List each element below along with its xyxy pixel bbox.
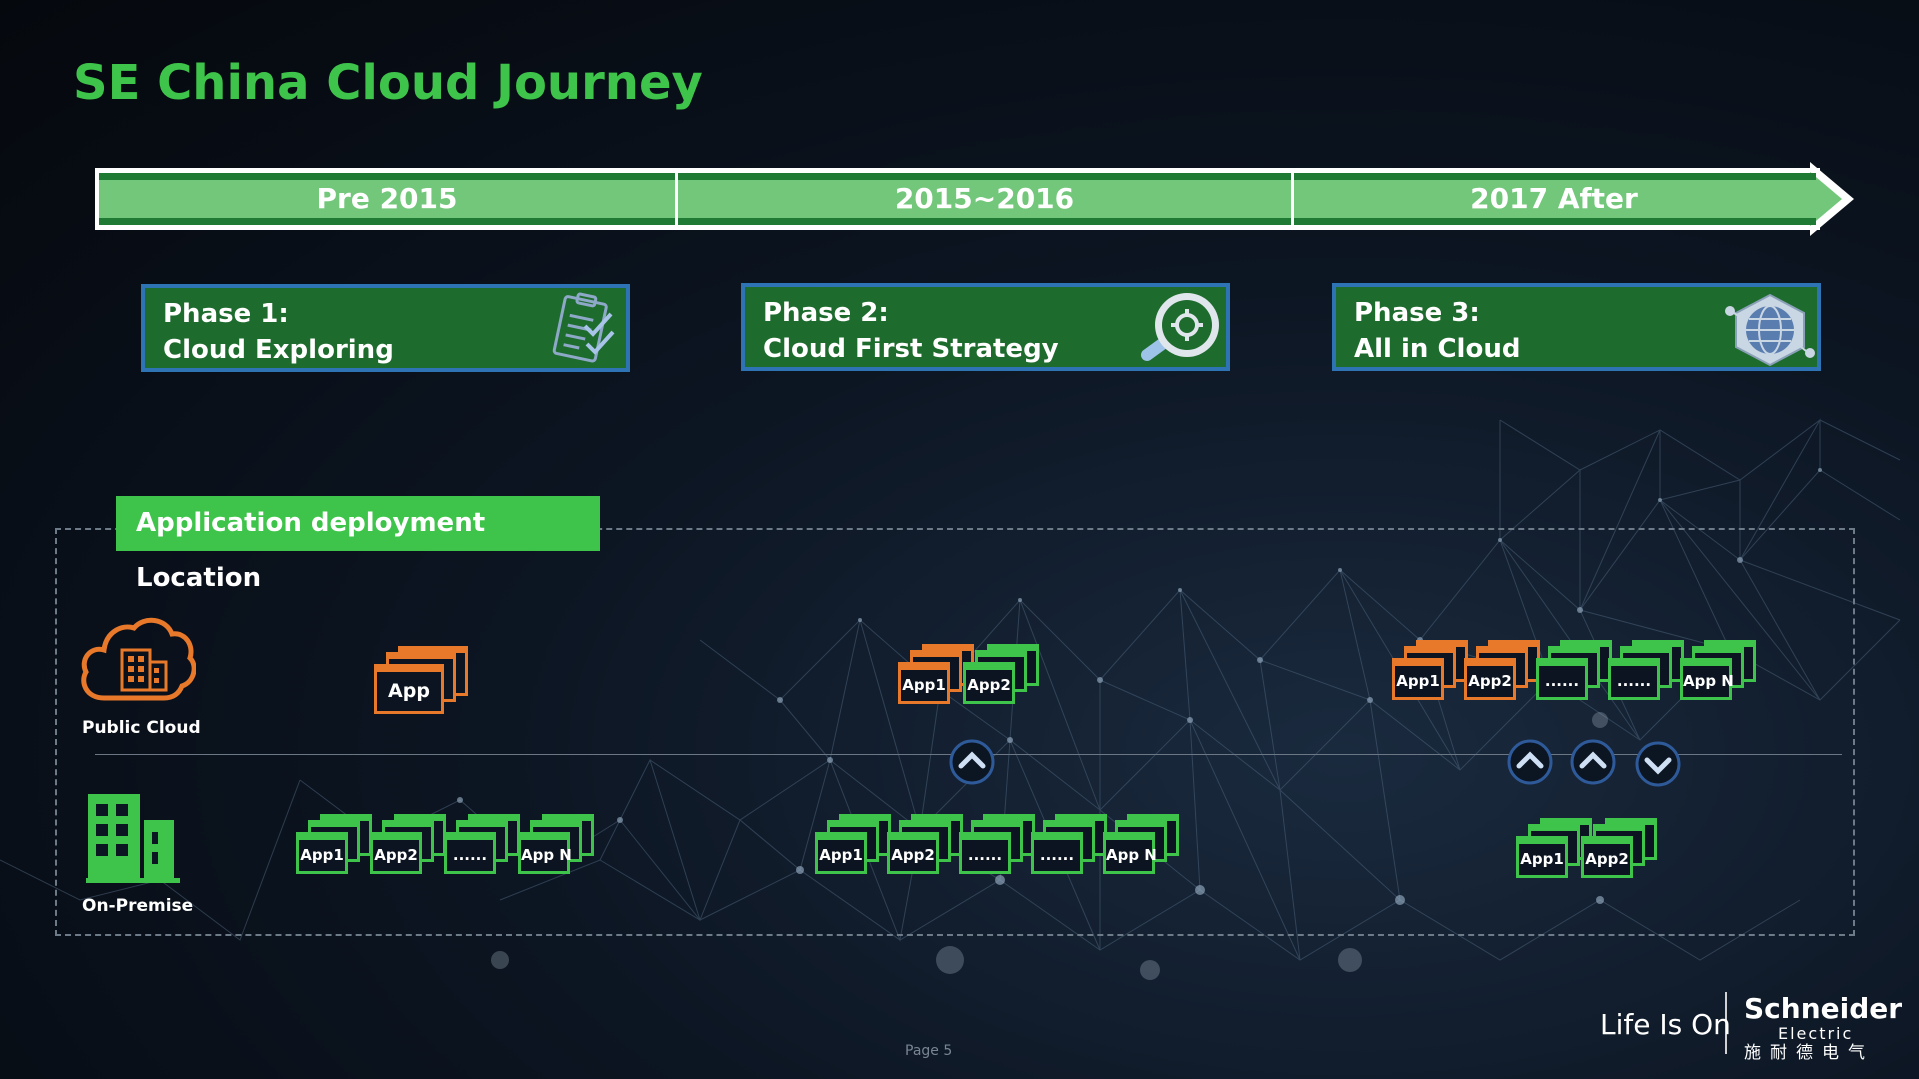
phase-2-number: Phase 2: (763, 298, 889, 328)
app-window-stack: App2 (963, 644, 1041, 712)
phase-1-box: Phase 1: Cloud Exploring (141, 284, 630, 372)
app-window-label: App1 (296, 832, 348, 874)
app-window-label: App2 (1464, 658, 1516, 700)
globe-network-icon (1725, 293, 1815, 367)
on-premise-building-icon (86, 794, 180, 883)
app-window-label: ...... (959, 832, 1011, 874)
phase-3-name: All in Cloud (1354, 334, 1521, 364)
tagline: Life Is On (1600, 1008, 1731, 1041)
app-window-label: ...... (1536, 658, 1588, 700)
app-window-stack: App (374, 646, 470, 722)
phase-2-box: Phase 2: Cloud First Strategy (741, 283, 1230, 371)
move-up-circle-icon (1507, 739, 1553, 785)
app-window-label: App1 (1516, 836, 1568, 878)
phase-3-number: Phase 3: (1354, 298, 1480, 328)
app-window-stack: App1 (815, 814, 893, 882)
phase-3-box: Phase 3: All in Cloud (1332, 283, 1821, 371)
timeline-divider (1291, 170, 1294, 226)
app-window-label: App1 (898, 662, 950, 704)
app-window-stack: App1 (1516, 818, 1594, 886)
app-window-stack: App2 (1581, 818, 1659, 886)
app-window-label: App2 (887, 832, 939, 874)
timeline-period-2: 2015~2016 (894, 182, 1075, 215)
app-window-label: App (374, 664, 444, 714)
phase-1-name: Cloud Exploring (163, 335, 394, 365)
page-number: Page 5 (905, 1043, 953, 1059)
move-up-circle-icon (1570, 739, 1616, 785)
public-cloud-icon (81, 617, 196, 701)
app-window-label: ...... (1031, 832, 1083, 874)
app-window-stack: App2 (1464, 640, 1542, 708)
public-cloud-label: Public Cloud (82, 718, 201, 738)
timeline-arrow-icon (1810, 162, 1854, 236)
on-premise-label: On-Premise (82, 896, 194, 916)
phase-2-name: Cloud First Strategy (763, 334, 1059, 364)
app-window-label: App2 (370, 832, 422, 874)
app-window-stack: App N (518, 814, 596, 882)
app-window-label: App N (518, 832, 572, 874)
app-window-label: App N (1103, 832, 1157, 874)
app-window-label: App2 (963, 662, 1015, 704)
app-window-stack: ...... (1536, 640, 1614, 708)
app-window-stack: App N (1103, 814, 1181, 882)
app-window-stack: App1 (1392, 640, 1470, 708)
app-window-label: ...... (1608, 658, 1660, 700)
timeline-period-1: Pre 2015 (316, 182, 458, 215)
app-window-stack: ...... (959, 814, 1037, 882)
clipboard-check-icon (552, 292, 615, 363)
timeline-divider (675, 170, 678, 226)
brand-separator (1725, 992, 1727, 1054)
move-up-circle-icon (949, 739, 995, 785)
brand-name: Schneider (1744, 992, 1903, 1025)
phase-1-number: Phase 1: (163, 299, 289, 329)
app-window-stack: App N (1680, 640, 1758, 708)
brand-subname: Electric (1778, 1024, 1854, 1043)
brand-chinese-name: 施耐德电气 (1744, 1043, 1874, 1063)
timeline-band (99, 180, 1816, 218)
app-window-label: App1 (815, 832, 867, 874)
timeline-period-3: 2017 After (1470, 182, 1638, 215)
app-window-label: App1 (1392, 658, 1444, 700)
app-window-label: App N (1680, 658, 1734, 700)
app-window-label: ...... (444, 832, 496, 874)
deployment-title: Application deployment Location (116, 496, 600, 593)
app-window-stack: App2 (370, 814, 448, 882)
deployment-panel (55, 528, 1855, 936)
app-window-stack: ...... (1608, 640, 1686, 708)
app-window-stack: App2 (887, 814, 965, 882)
app-window-stack: ...... (1031, 814, 1109, 882)
app-window-stack: App1 (296, 814, 374, 882)
page-title: SE China Cloud Journey (73, 55, 703, 111)
move-down-circle-icon (1635, 741, 1681, 787)
app-window-label: App2 (1581, 836, 1633, 878)
magnifier-gear-icon (1141, 293, 1219, 361)
app-window-stack: App1 (898, 644, 976, 712)
app-window-stack: ...... (444, 814, 522, 882)
